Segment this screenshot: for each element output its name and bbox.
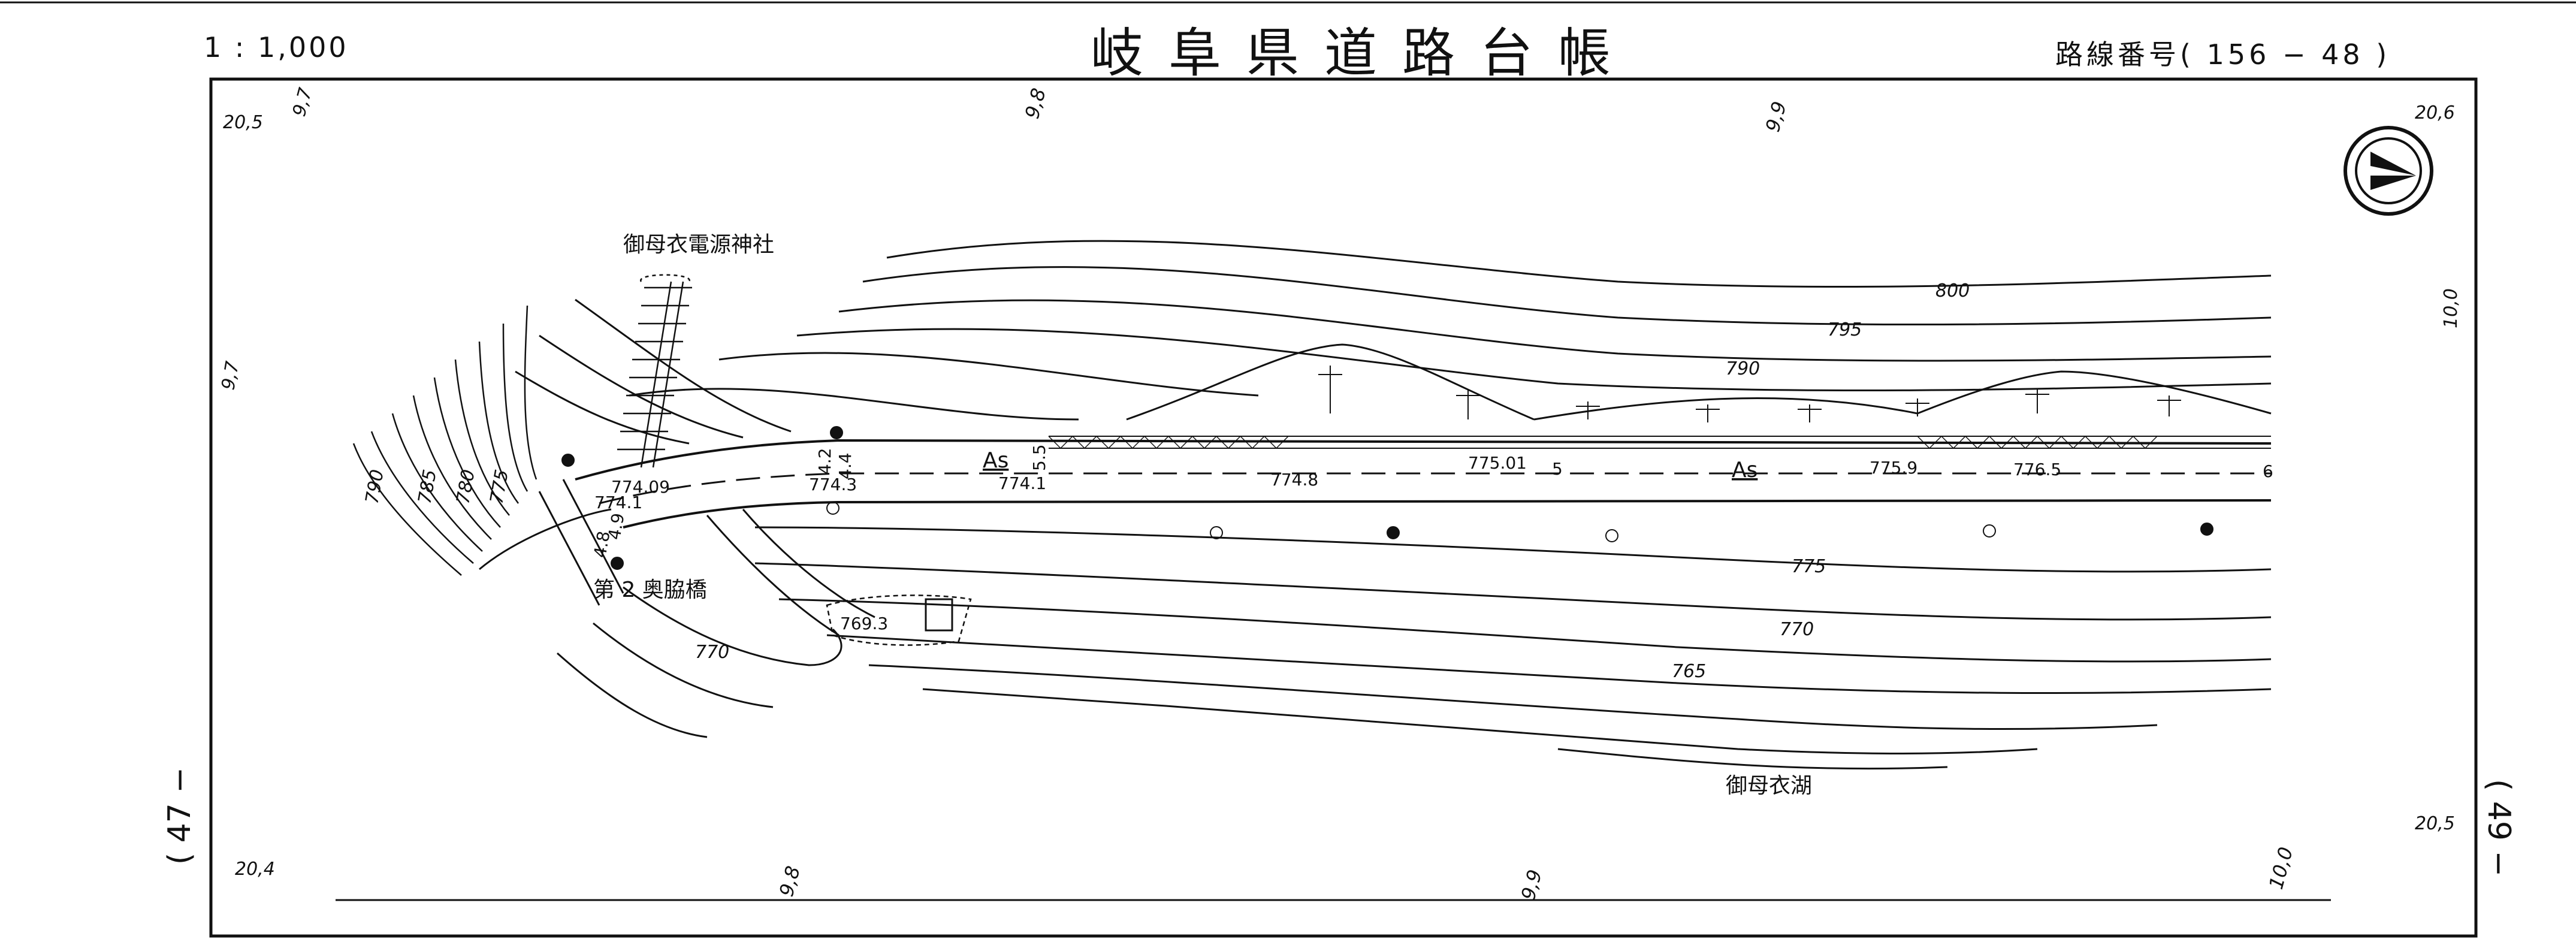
shrine-stairs — [617, 274, 692, 468]
road-markers: As As 4.2 4.4 5.5 5 6 4.9 4.8 — [590, 444, 2273, 559]
station-bottom-1: 9,8 — [775, 864, 805, 899]
contour-775-left: 775 — [486, 468, 512, 505]
elevation-774-1a: 774.1 — [594, 493, 642, 512]
corner-label-bottom-right: 20,5 — [2415, 813, 2455, 834]
page-title: 岐阜県道路台帳 — [1091, 22, 1636, 84]
bridge — [479, 479, 624, 606]
contour-800: 800 — [1935, 280, 1970, 301]
elevation-774-1b: 774.1 — [998, 473, 1046, 493]
width-4-9: 4.9 — [604, 512, 628, 542]
contour-lines — [515, 240, 2272, 445]
station-top-2: 9,9 — [1761, 99, 1791, 134]
map-scale: 1 : 1,000 — [204, 31, 349, 64]
corner-label-top-left: 20,5 — [223, 112, 263, 133]
contour-765: 765 — [1672, 661, 1706, 682]
structure-769 — [826, 594, 972, 646]
elevation-labels: 774.09 774.1 774.3 774.1 774.8 775.01 77… — [594, 453, 2061, 633]
width-5: 5 — [1552, 459, 1563, 479]
right-edge-label: 10,0 — [2441, 288, 2462, 328]
width-4-2: 4.2 — [815, 448, 835, 475]
top-left-small-label: 9,7 — [289, 86, 316, 119]
station-bottom-3: 10,0 — [2264, 844, 2297, 892]
road — [575, 366, 2272, 636]
bridge-label: 第 2 奥脇橋 — [593, 578, 707, 602]
next-page-ref[interactable]: ( 49 − — [2481, 779, 2517, 877]
survey-points — [561, 426, 2213, 570]
contour-775: 775 — [1792, 556, 1826, 577]
contour-labels: 800 795 790 790 785 780 775 775 770 770 … — [361, 280, 1970, 682]
contour-790-left: 790 — [361, 468, 388, 505]
width-4-8: 4.8 — [590, 530, 614, 560]
pavement-label-1: As — [983, 448, 1008, 473]
elevation-774-3: 774.3 — [809, 475, 857, 494]
corner-label-top-right: 20,6 — [2415, 102, 2455, 123]
elevation-776-5: 776.5 — [2013, 460, 2061, 479]
contour-780: 780 — [452, 468, 479, 505]
pavement-label-2: As — [1732, 458, 1757, 482]
contour-770-left: 770 — [695, 642, 729, 663]
lower-contours — [557, 526, 2272, 770]
elevation-769-3: 769.3 — [840, 614, 888, 633]
contour-770: 770 — [1780, 619, 1814, 640]
station-bottom-2: 9,9 — [1517, 867, 1547, 902]
elevation-774-09: 774.09 — [611, 477, 670, 497]
shrine-label: 御母衣電源神社 — [623, 233, 774, 257]
corner-label-bottom-left: 20,4 — [235, 859, 275, 880]
left-edge-label: 9,7 — [218, 360, 243, 391]
bottom-stations: 9,8 9,9 10,0 — [775, 844, 2297, 902]
width-5-5: 5.5 — [1029, 444, 1049, 471]
width-4-4: 4.4 — [835, 452, 855, 479]
top-stations: 9,8 9,9 — [1020, 86, 1791, 134]
contour-795: 795 — [1828, 319, 1862, 340]
steep-slope-contours — [352, 305, 537, 576]
width-6: 6 — [2263, 461, 2273, 481]
station-top-1: 9,8 — [1020, 86, 1050, 121]
elevation-774-8: 774.8 — [1270, 470, 1318, 490]
lake-label: 御母衣湖 — [1726, 774, 1812, 798]
contour-790: 790 — [1726, 358, 1760, 379]
route-number: 路線番号( 156 − 48 ) — [2055, 38, 2391, 71]
elevation-775-9: 775.9 — [1870, 458, 1917, 478]
north-arrow-icon — [2344, 126, 2433, 216]
elevation-775-01: 775.01 — [1468, 453, 1527, 473]
